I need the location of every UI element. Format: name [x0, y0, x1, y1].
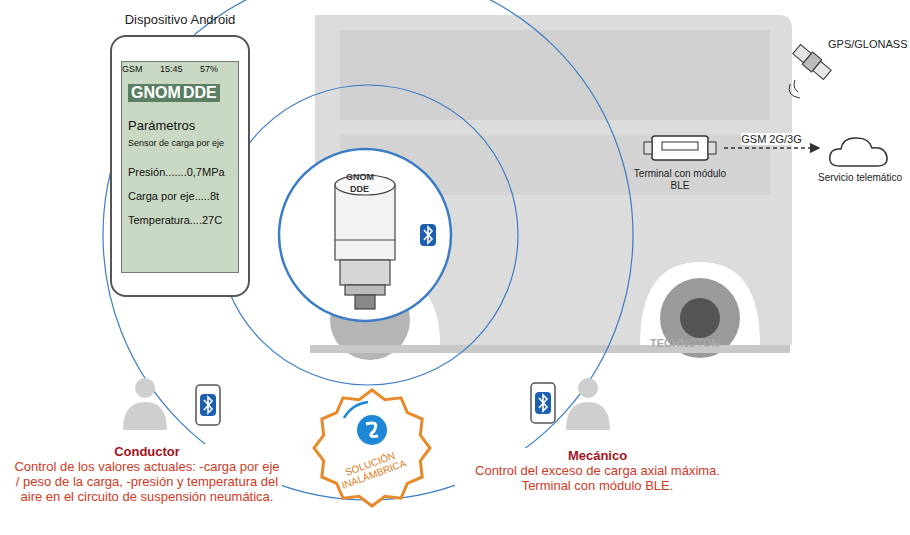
node-text: Carga por eje.....8t [128, 190, 234, 202]
label: 57% [200, 64, 218, 74]
label: GNOM [346, 172, 374, 182]
term-icon [640, 128, 720, 168]
bluetooth-icon [420, 224, 436, 246]
satellite [792, 43, 833, 81]
node-text: Mecánico [455, 448, 740, 463]
person-icon [123, 378, 167, 430]
sensor [335, 175, 395, 309]
node-text: Control de los valores actuales: -carga … [12, 459, 282, 504]
person-icon [566, 378, 610, 430]
role-text: ConductorControl de los valores actuales… [12, 444, 282, 504]
range-circle [103, 0, 633, 500]
cloud-icon [825, 132, 895, 172]
node-text: Dispositivo Android [92, 12, 268, 27]
node-text: Terminal con módulo BLE [630, 168, 730, 192]
phone-icon [196, 385, 220, 425]
node-text: Parámetros [128, 118, 234, 133]
label: GSM [122, 64, 143, 74]
label: GPS/GLONASS [828, 38, 907, 50]
role-text: MecánicoControl del exceso de carga axia… [455, 448, 740, 493]
edge-label: GSM 2G/3G [741, 133, 802, 145]
phone-icon [531, 383, 555, 423]
node-text: Sensor de carga por eje [128, 138, 234, 148]
connector [724, 147, 819, 148]
node-text: Conductor [12, 444, 282, 459]
signal [789, 80, 800, 98]
node-text: Temperatura....27C [128, 214, 234, 226]
cloud: Servicio telemático [815, 132, 905, 202]
label: DDE [180, 84, 220, 102]
truck [300, 15, 792, 360]
label: TECHNOTON [650, 337, 719, 349]
node-text: Presión.......0,7MPa [128, 166, 234, 178]
phone: Dispositivo AndroidParámetrosSensor de c… [110, 35, 250, 297]
terminal: Terminal con módulo BLE [630, 128, 730, 198]
node-text: Control del exceso de carga axial máxima… [455, 463, 740, 493]
label: 15:45 [160, 64, 183, 74]
label: DDE [350, 184, 369, 194]
badge-star [312, 388, 432, 508]
label: GNOM [128, 84, 184, 102]
node-text: Servicio telemático [815, 172, 905, 184]
badge: SOLUCIÓN INALÁMBRICA [312, 388, 432, 508]
sensor-circle [279, 149, 451, 321]
range-circle [218, 85, 518, 385]
